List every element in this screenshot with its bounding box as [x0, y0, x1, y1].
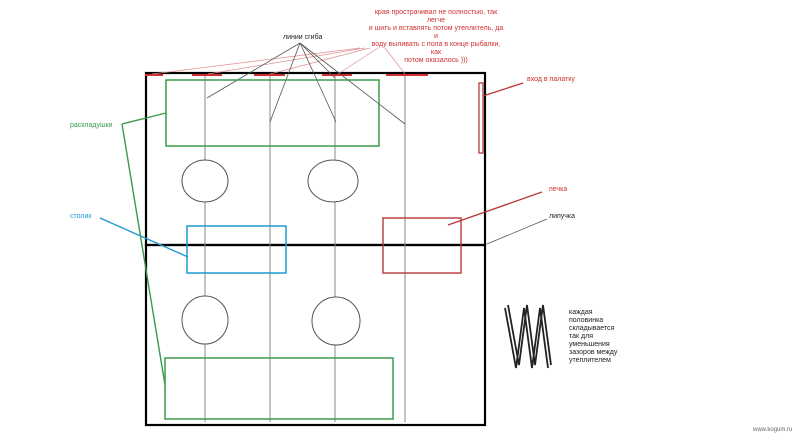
stool-circles — [181, 159, 361, 346]
entrance-label: вход в палатку — [527, 76, 575, 83]
note-pointer-lines — [151, 47, 406, 75]
cots-label: раскладушки — [70, 122, 113, 129]
cot-top — [165, 79, 380, 147]
cot-bottom — [164, 357, 394, 420]
cot-pointer-lines — [121, 112, 167, 386]
lower-panel — [144, 243, 487, 427]
stove-rect — [382, 217, 462, 274]
stove-label: печка — [549, 186, 568, 193]
table-pointer — [99, 217, 189, 258]
velcro-label: липучка — [549, 213, 576, 220]
fold-lines — [204, 76, 406, 422]
fold-lines-label: линии сгиба — [283, 34, 323, 41]
velcro-pointer — [486, 218, 548, 245]
upper-panel — [144, 71, 487, 247]
fold-pointer-lines — [206, 42, 406, 125]
note-edges-label: края прострачивал не полностью, так легч… — [368, 9, 504, 64]
stove-pointer — [447, 191, 543, 226]
fold-note-label: каждая половинка складывается так для ум… — [569, 309, 618, 364]
table-label: столик — [70, 213, 92, 220]
entrance-mark — [478, 82, 484, 154]
watermark: www.kogum.ru — [753, 427, 793, 433]
table-rect — [186, 225, 287, 274]
entrance-pointer — [482, 82, 524, 97]
